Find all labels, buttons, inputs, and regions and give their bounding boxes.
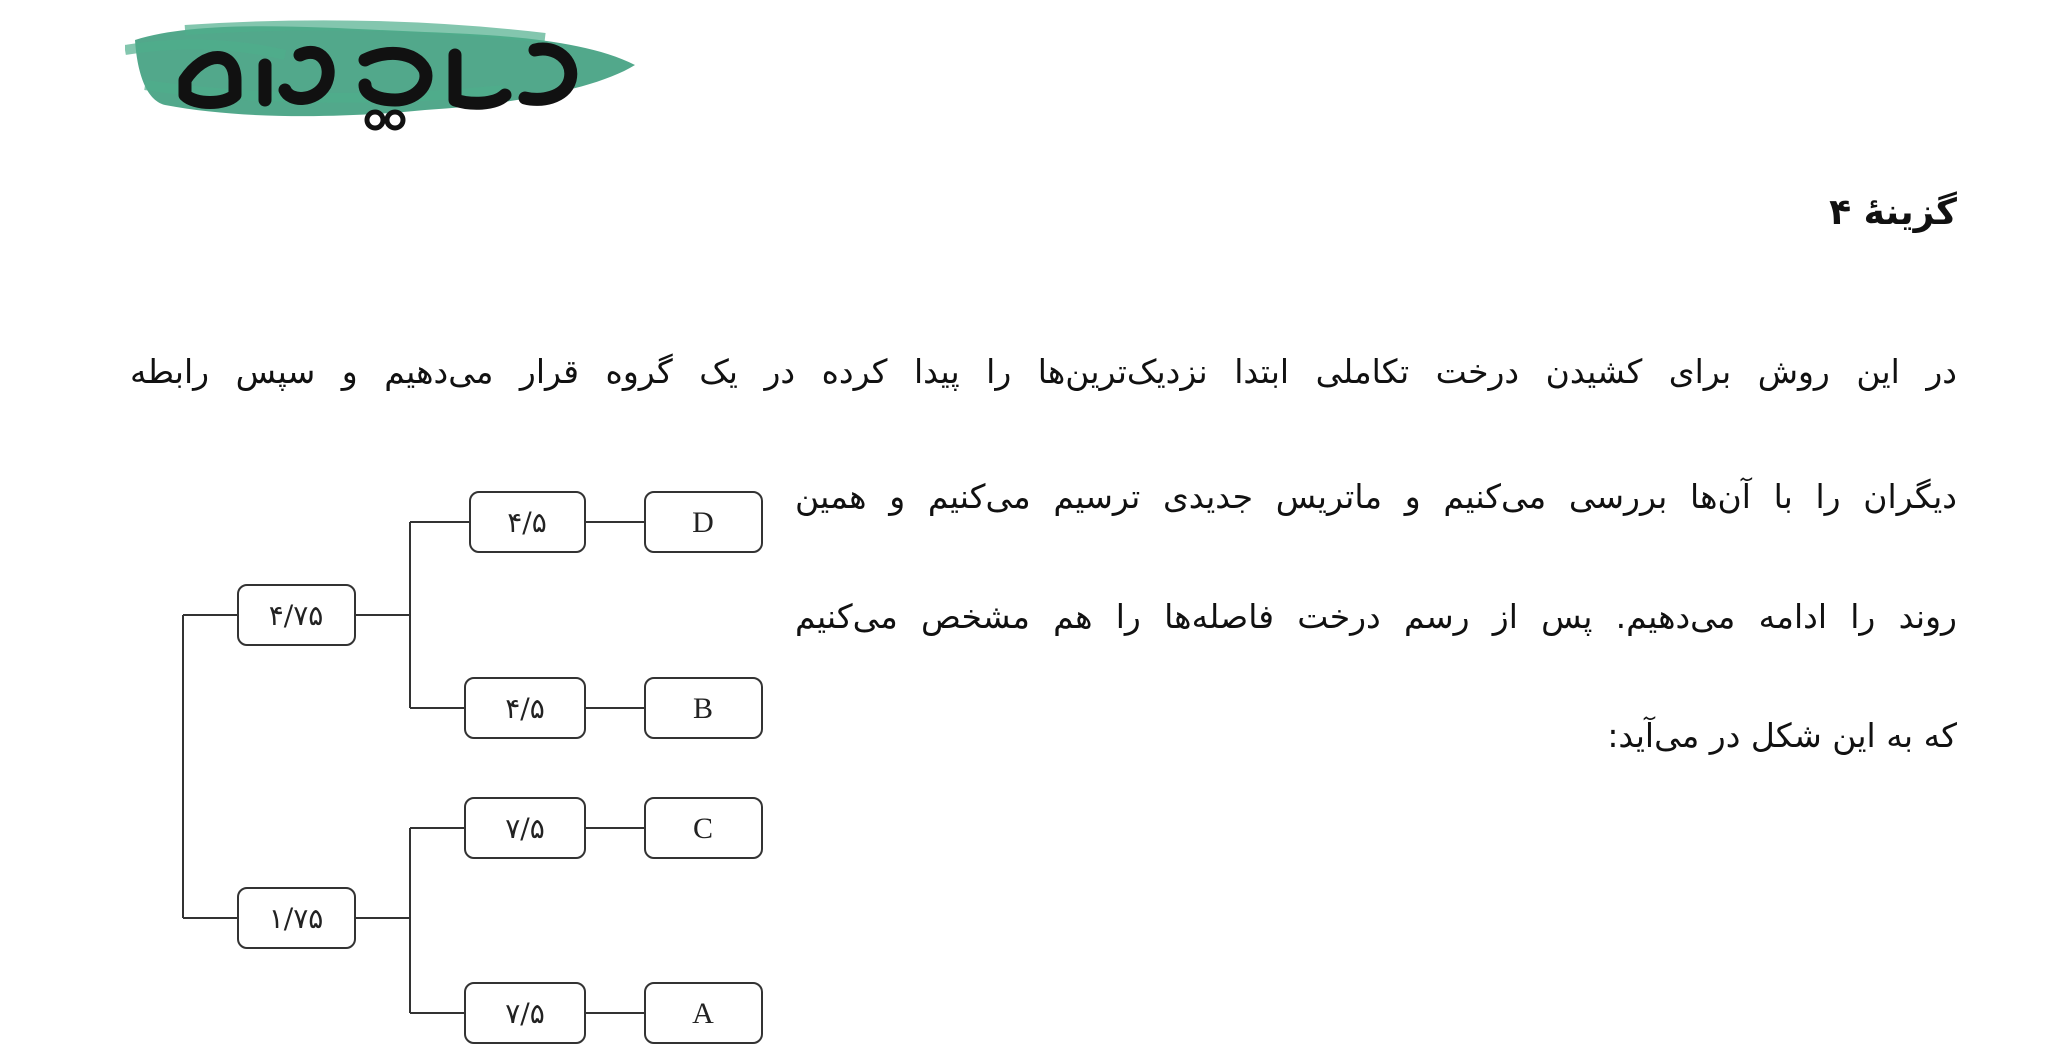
node-distance-a-label: ۷/۵ [505,997,545,1030]
leaf-c-label: C [693,812,713,845]
phylogenetic-tree: ۴/۷۵ ۱/۷۵ ۴/۵ ۴/۵ ۷/۵ ۷/۵ D [175,480,775,1050]
answer-heading: گزینهٔ ۴ [1829,192,1957,233]
leaf-d-label: D [692,506,714,539]
node-distance-c-label: ۷/۵ [505,812,545,845]
leaf-b: B [644,677,763,739]
brand-logo-graphic [125,20,635,131]
paragraph-line-3: روند را ادامه می‌دهیم. پس از رسم درخت فا… [795,597,1957,636]
leaf-d: D [644,491,763,553]
paragraph-line-2: دیگران را با آن‌ها بررسی می‌کنیم و ماتری… [795,477,1957,516]
node-distance-b-label: ۴/۵ [505,692,545,725]
node-root-lower-label: ۱/۷۵ [269,902,324,935]
leaf-c: C [644,797,763,859]
node-root-upper: ۴/۷۵ [237,584,356,646]
leaf-a-label: A [692,997,714,1030]
node-distance-b: ۴/۵ [464,677,586,739]
node-distance-d: ۴/۵ [469,491,586,553]
tree-diagram: ۴/۷۵ ۱/۷۵ ۴/۵ ۴/۵ ۷/۵ ۷/۵ D [182,491,763,1044]
paragraph-line-1: در این روش برای کشیدن درخت تکاملی ابتدا … [130,352,1957,391]
node-distance-d-label: ۴/۵ [507,506,547,539]
brand-logo [125,10,645,145]
leaf-b-label: B [693,692,713,725]
node-distance-a: ۷/۵ [464,982,586,1044]
node-distance-c: ۷/۵ [464,797,586,859]
node-root-upper-label: ۴/۷۵ [269,599,324,632]
tree-edges [182,521,645,1014]
node-root-lower: ۱/۷۵ [237,887,356,949]
paragraph-line-4: که به این شکل در می‌آید: [1607,716,1957,755]
leaf-a: A [644,982,763,1044]
